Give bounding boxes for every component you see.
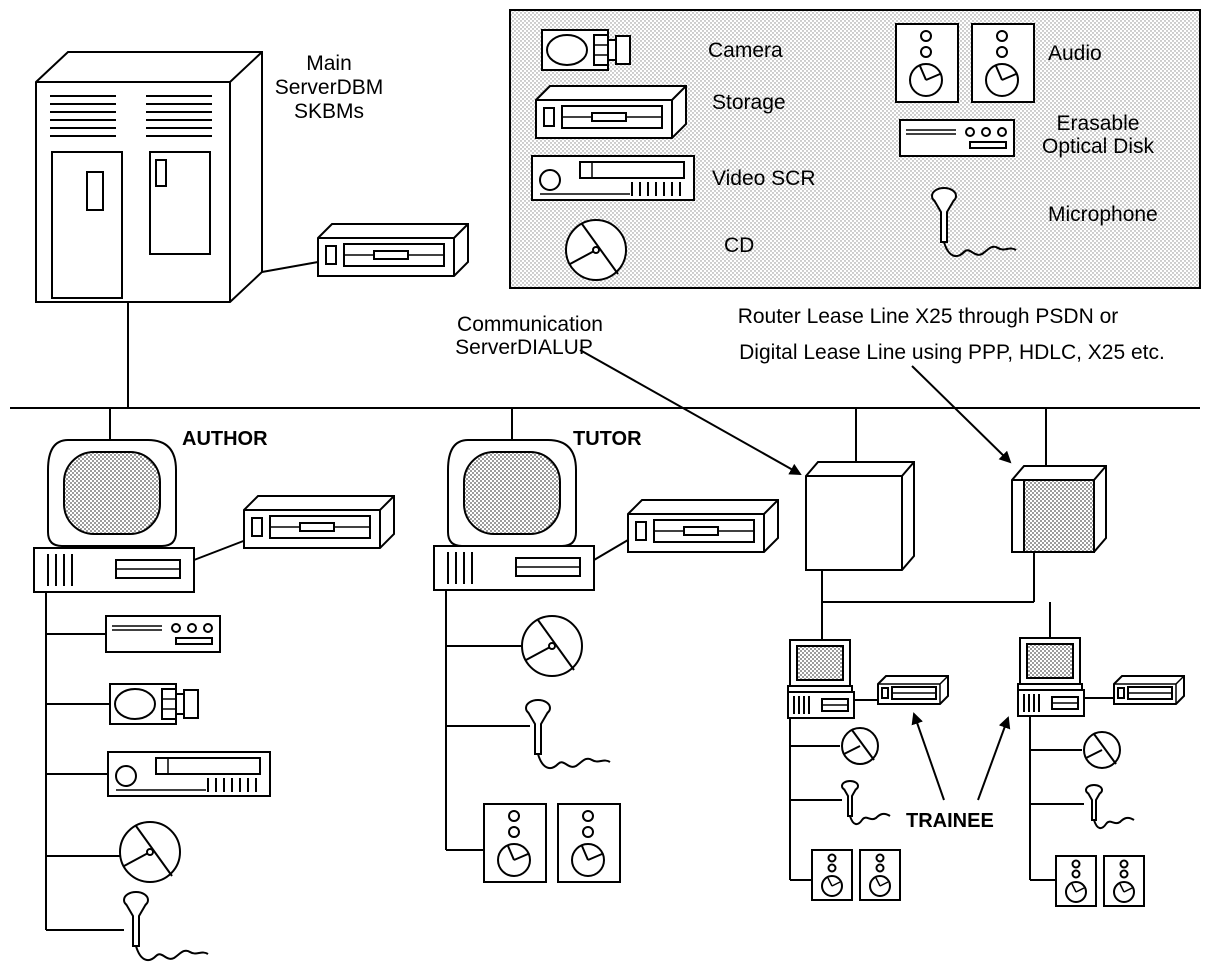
trainee-1-microphone-icon xyxy=(842,781,890,824)
legend-cd-label: CD xyxy=(724,234,754,257)
comm-server-label-line-1: Communication xyxy=(457,313,603,336)
trainee-2-storage-icon xyxy=(1114,676,1184,704)
trainee-2-monitor xyxy=(1018,638,1082,692)
legend-erasable-label: Erasable xyxy=(1057,112,1140,135)
legend-microphone-label: Microphone xyxy=(1048,203,1158,226)
comm-server-arrow xyxy=(580,350,800,474)
legend-cd-icon xyxy=(566,220,626,280)
router-label-line-1: Router Lease Line X25 through PSDN or xyxy=(738,305,1119,328)
server-label-line-1: Main xyxy=(306,52,352,75)
author-storage-icon xyxy=(244,496,394,548)
author-optical-disk-icon xyxy=(106,616,220,652)
trainee-2-audio-icon xyxy=(1056,856,1144,906)
trainee-1-monitor xyxy=(788,640,852,694)
router-box xyxy=(1012,466,1106,552)
legend-storage-icon xyxy=(536,86,686,138)
tutor-audio-icon xyxy=(484,804,620,882)
trainee-arrow-right xyxy=(978,718,1008,800)
tutor-microphone-icon xyxy=(526,700,610,768)
legend-camera-icon xyxy=(542,30,630,70)
trainee-1-audio-icon xyxy=(812,850,900,900)
trainee-1-cd-icon xyxy=(842,728,878,764)
trainee-1-storage-icon xyxy=(878,676,948,704)
trainee-2-microphone-icon xyxy=(1086,785,1134,828)
legend-optical-disk-label: Optical Disk xyxy=(1042,135,1155,158)
legend-video-scr-icon xyxy=(532,156,694,200)
tutor-label: TUTOR xyxy=(573,428,642,450)
server-storage-unit xyxy=(318,224,468,276)
author-camera-icon xyxy=(110,684,198,724)
tutor-storage-icon xyxy=(628,500,778,552)
router-arrow xyxy=(912,366,1010,462)
tutor-pc xyxy=(434,546,594,590)
server-label-line-3: SKBMs xyxy=(294,100,364,123)
author-vcr-icon xyxy=(108,752,270,796)
legend-storage-label: Storage xyxy=(712,91,786,114)
legend-camera-label: Camera xyxy=(708,39,783,62)
author-cd-icon xyxy=(120,822,180,882)
author-monitor xyxy=(48,440,176,546)
server-label-line-2: ServerDBM xyxy=(275,76,384,99)
router-label-line-2: Digital Lease Line using PPP, HDLC, X25 … xyxy=(739,341,1165,364)
comm-server-box xyxy=(806,462,914,570)
trainee-label: TRAINEE xyxy=(906,810,994,832)
author-storage-link xyxy=(194,540,246,560)
author-microphone-icon xyxy=(124,892,208,960)
legend-optical-disk-icon xyxy=(900,120,1014,156)
trainee-1-pc xyxy=(788,692,854,718)
trainee-arrow-left xyxy=(914,714,944,800)
trainee-2-cd-icon xyxy=(1084,732,1120,768)
author-label: AUTHOR xyxy=(182,428,268,450)
legend-audio-label: Audio xyxy=(1048,42,1102,65)
tutor-cd-icon xyxy=(522,616,582,676)
tutor-monitor xyxy=(448,440,576,546)
comm-server-label-line-2: ServerDIALUP xyxy=(455,336,593,359)
server-storage-link xyxy=(262,262,318,272)
tutor-storage-link xyxy=(594,540,628,560)
main-server xyxy=(36,52,262,302)
legend-video-scr-label: Video SCR xyxy=(712,167,816,190)
author-pc xyxy=(34,548,194,592)
trainee-2-pc xyxy=(1018,690,1084,716)
